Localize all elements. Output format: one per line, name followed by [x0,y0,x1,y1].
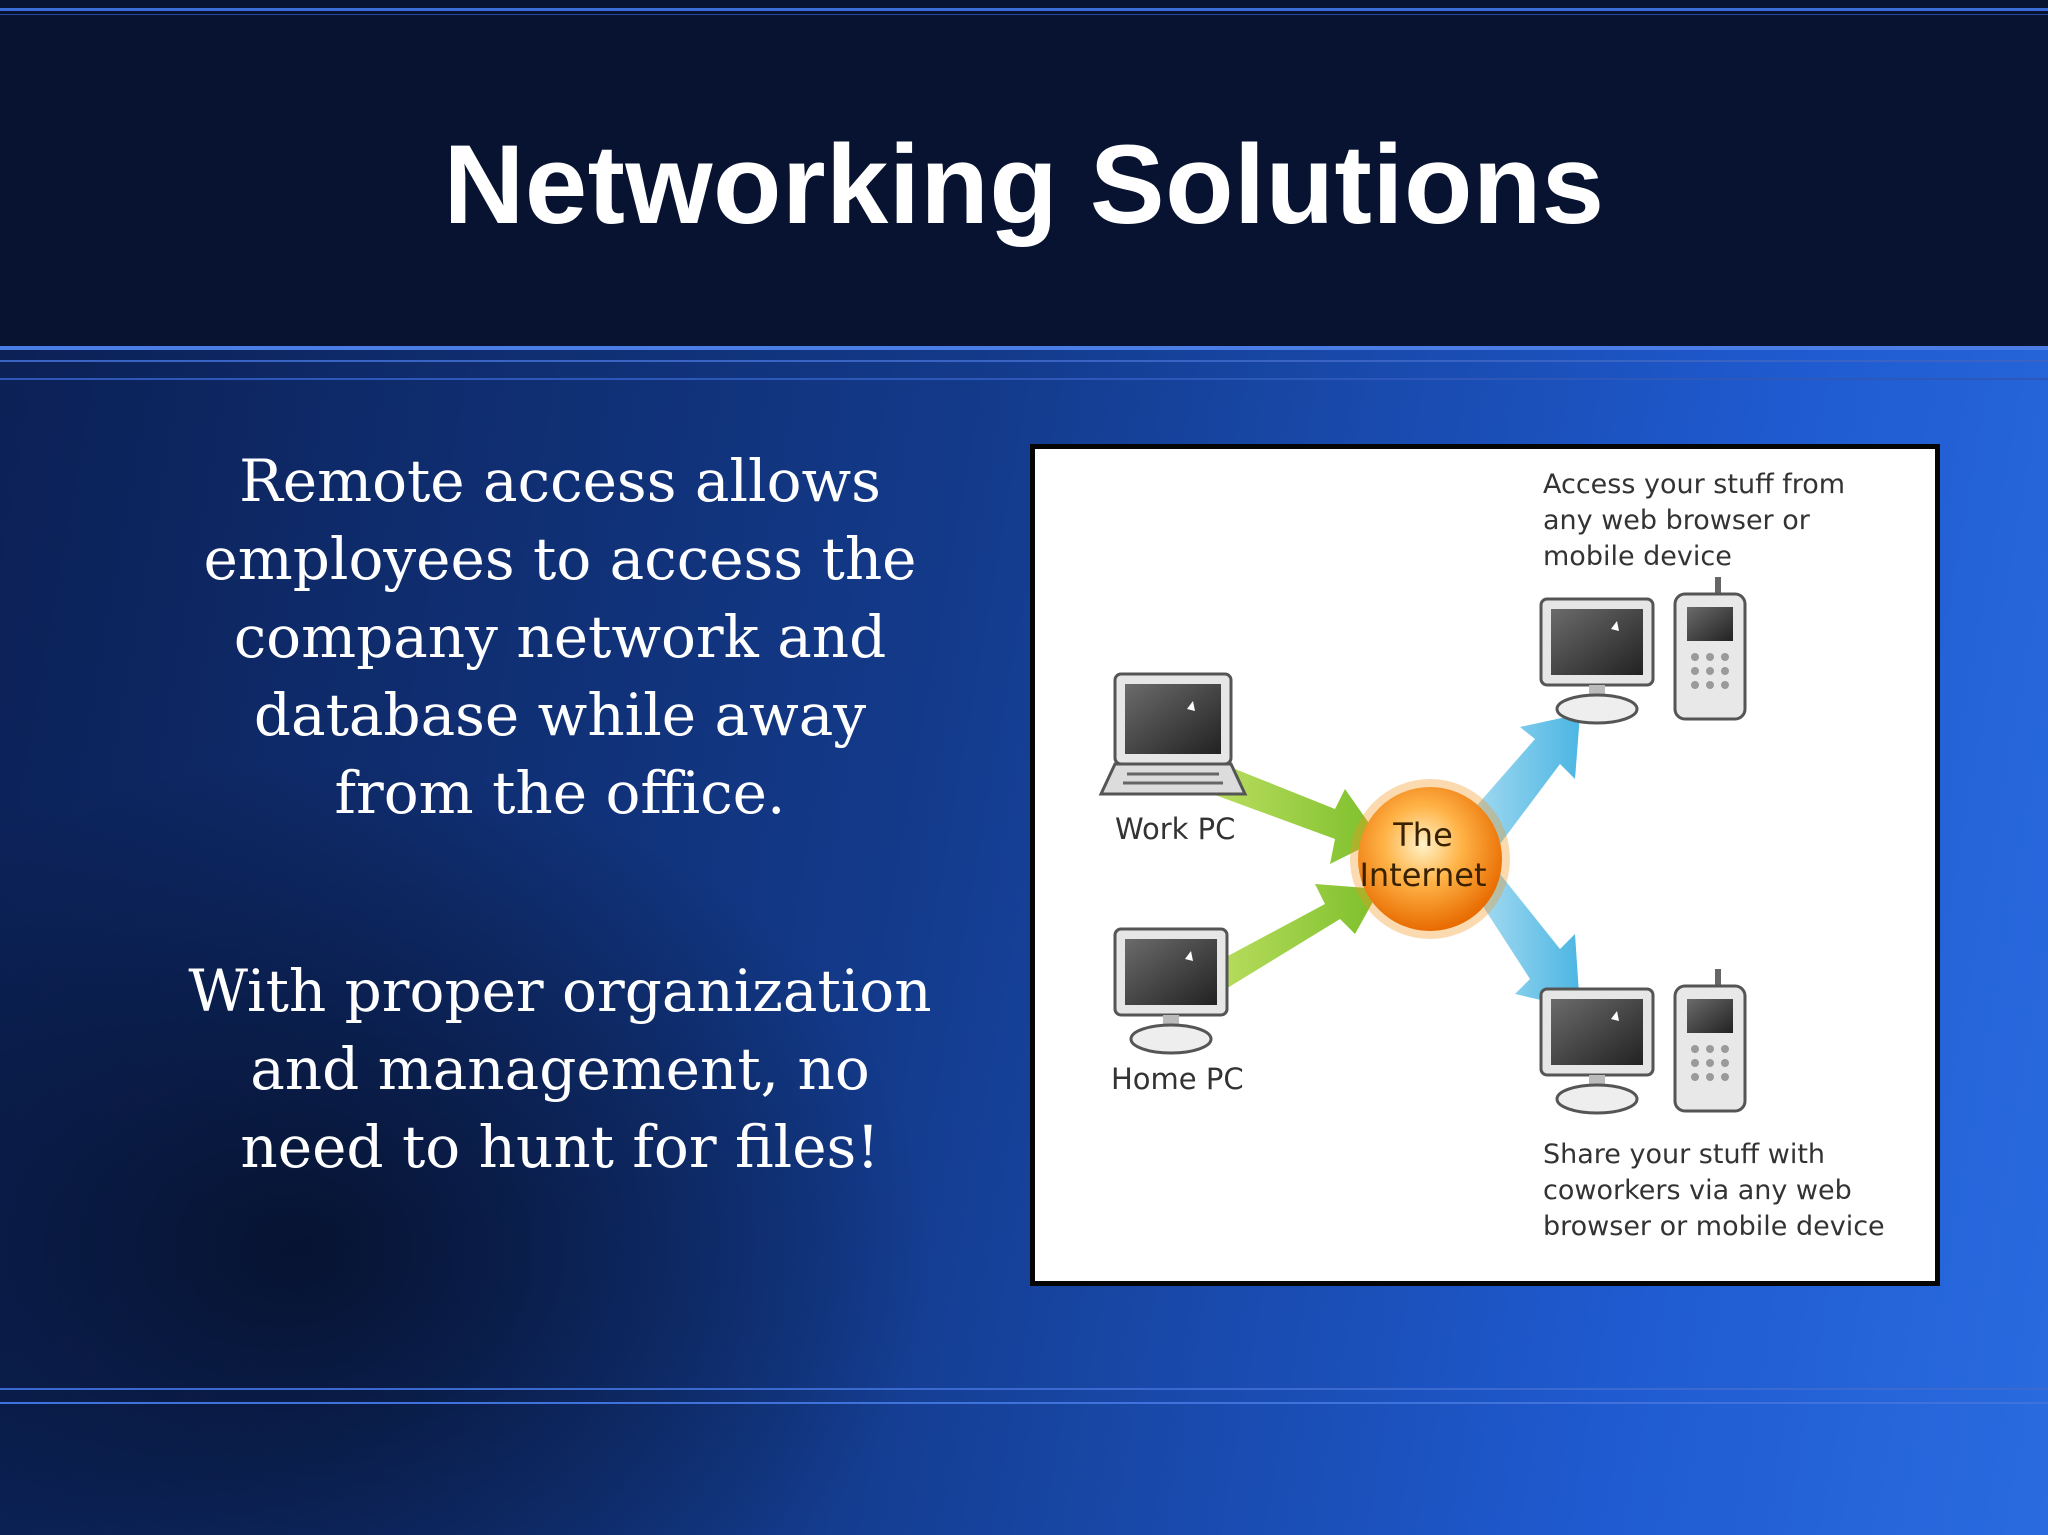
caption-line: coworkers via any web [1543,1175,1852,1206]
divider [0,378,2048,380]
divider [0,346,2048,350]
home-pc-label: Home PC [1111,1062,1244,1096]
divider [0,8,2048,11]
divider [0,1402,2048,1404]
paragraph-line: from the office. [334,759,786,827]
remote-access-paragraph: Remote access allows employees to access… [150,442,970,832]
arrow-icon [1465,714,1580,844]
caption-line: browser or mobile device [1543,1211,1885,1242]
internet-hub-label: The Internet [1353,815,1493,895]
divider [0,360,2048,362]
monitor-icon [1539,987,1655,1115]
monitor-icon [1539,597,1655,725]
caption-line: Access your stuff from [1543,469,1846,500]
paragraph-line: and management, no [250,1035,870,1103]
network-diagram: Access your stuff from any web browser o… [1030,444,1940,1286]
paragraph-line: With proper organization [188,957,932,1025]
mobile-phone-icon [1673,969,1747,1113]
hub-line: Internet [1359,856,1487,894]
desktop-icon [1113,927,1229,1055]
work-pc-label: Work PC [1115,812,1236,846]
slide-title: Networking Solutions [443,122,1605,247]
network-diagram-graphic [1098,577,1747,1115]
hub-line: The [1393,816,1453,854]
divider [0,14,2048,15]
share-caption: Share your stuff with coworkers via any … [1543,1137,1885,1245]
caption-line: Share your stuff with [1543,1139,1826,1170]
divider [0,1388,2048,1390]
paragraph-line: need to hunt for files! [240,1113,880,1181]
organization-paragraph: With proper organization and management,… [150,952,970,1186]
access-caption: Access your stuff from any web browser o… [1543,467,1845,575]
internet-hub-icon [1350,779,1510,939]
title-band [0,0,2048,350]
paragraph-line: employees to access the [203,525,917,593]
arrow-icon [1475,874,1580,1009]
caption-line: any web browser or [1543,505,1810,536]
paragraph-line: database while away [253,681,867,749]
mobile-phone-icon [1673,577,1747,721]
paragraph-line: company network and [233,603,887,671]
caption-line: mobile device [1543,541,1732,572]
laptop-icon [1098,672,1248,796]
arrow-icon [1185,884,1380,1014]
paragraph-line: Remote access allows [239,447,881,515]
